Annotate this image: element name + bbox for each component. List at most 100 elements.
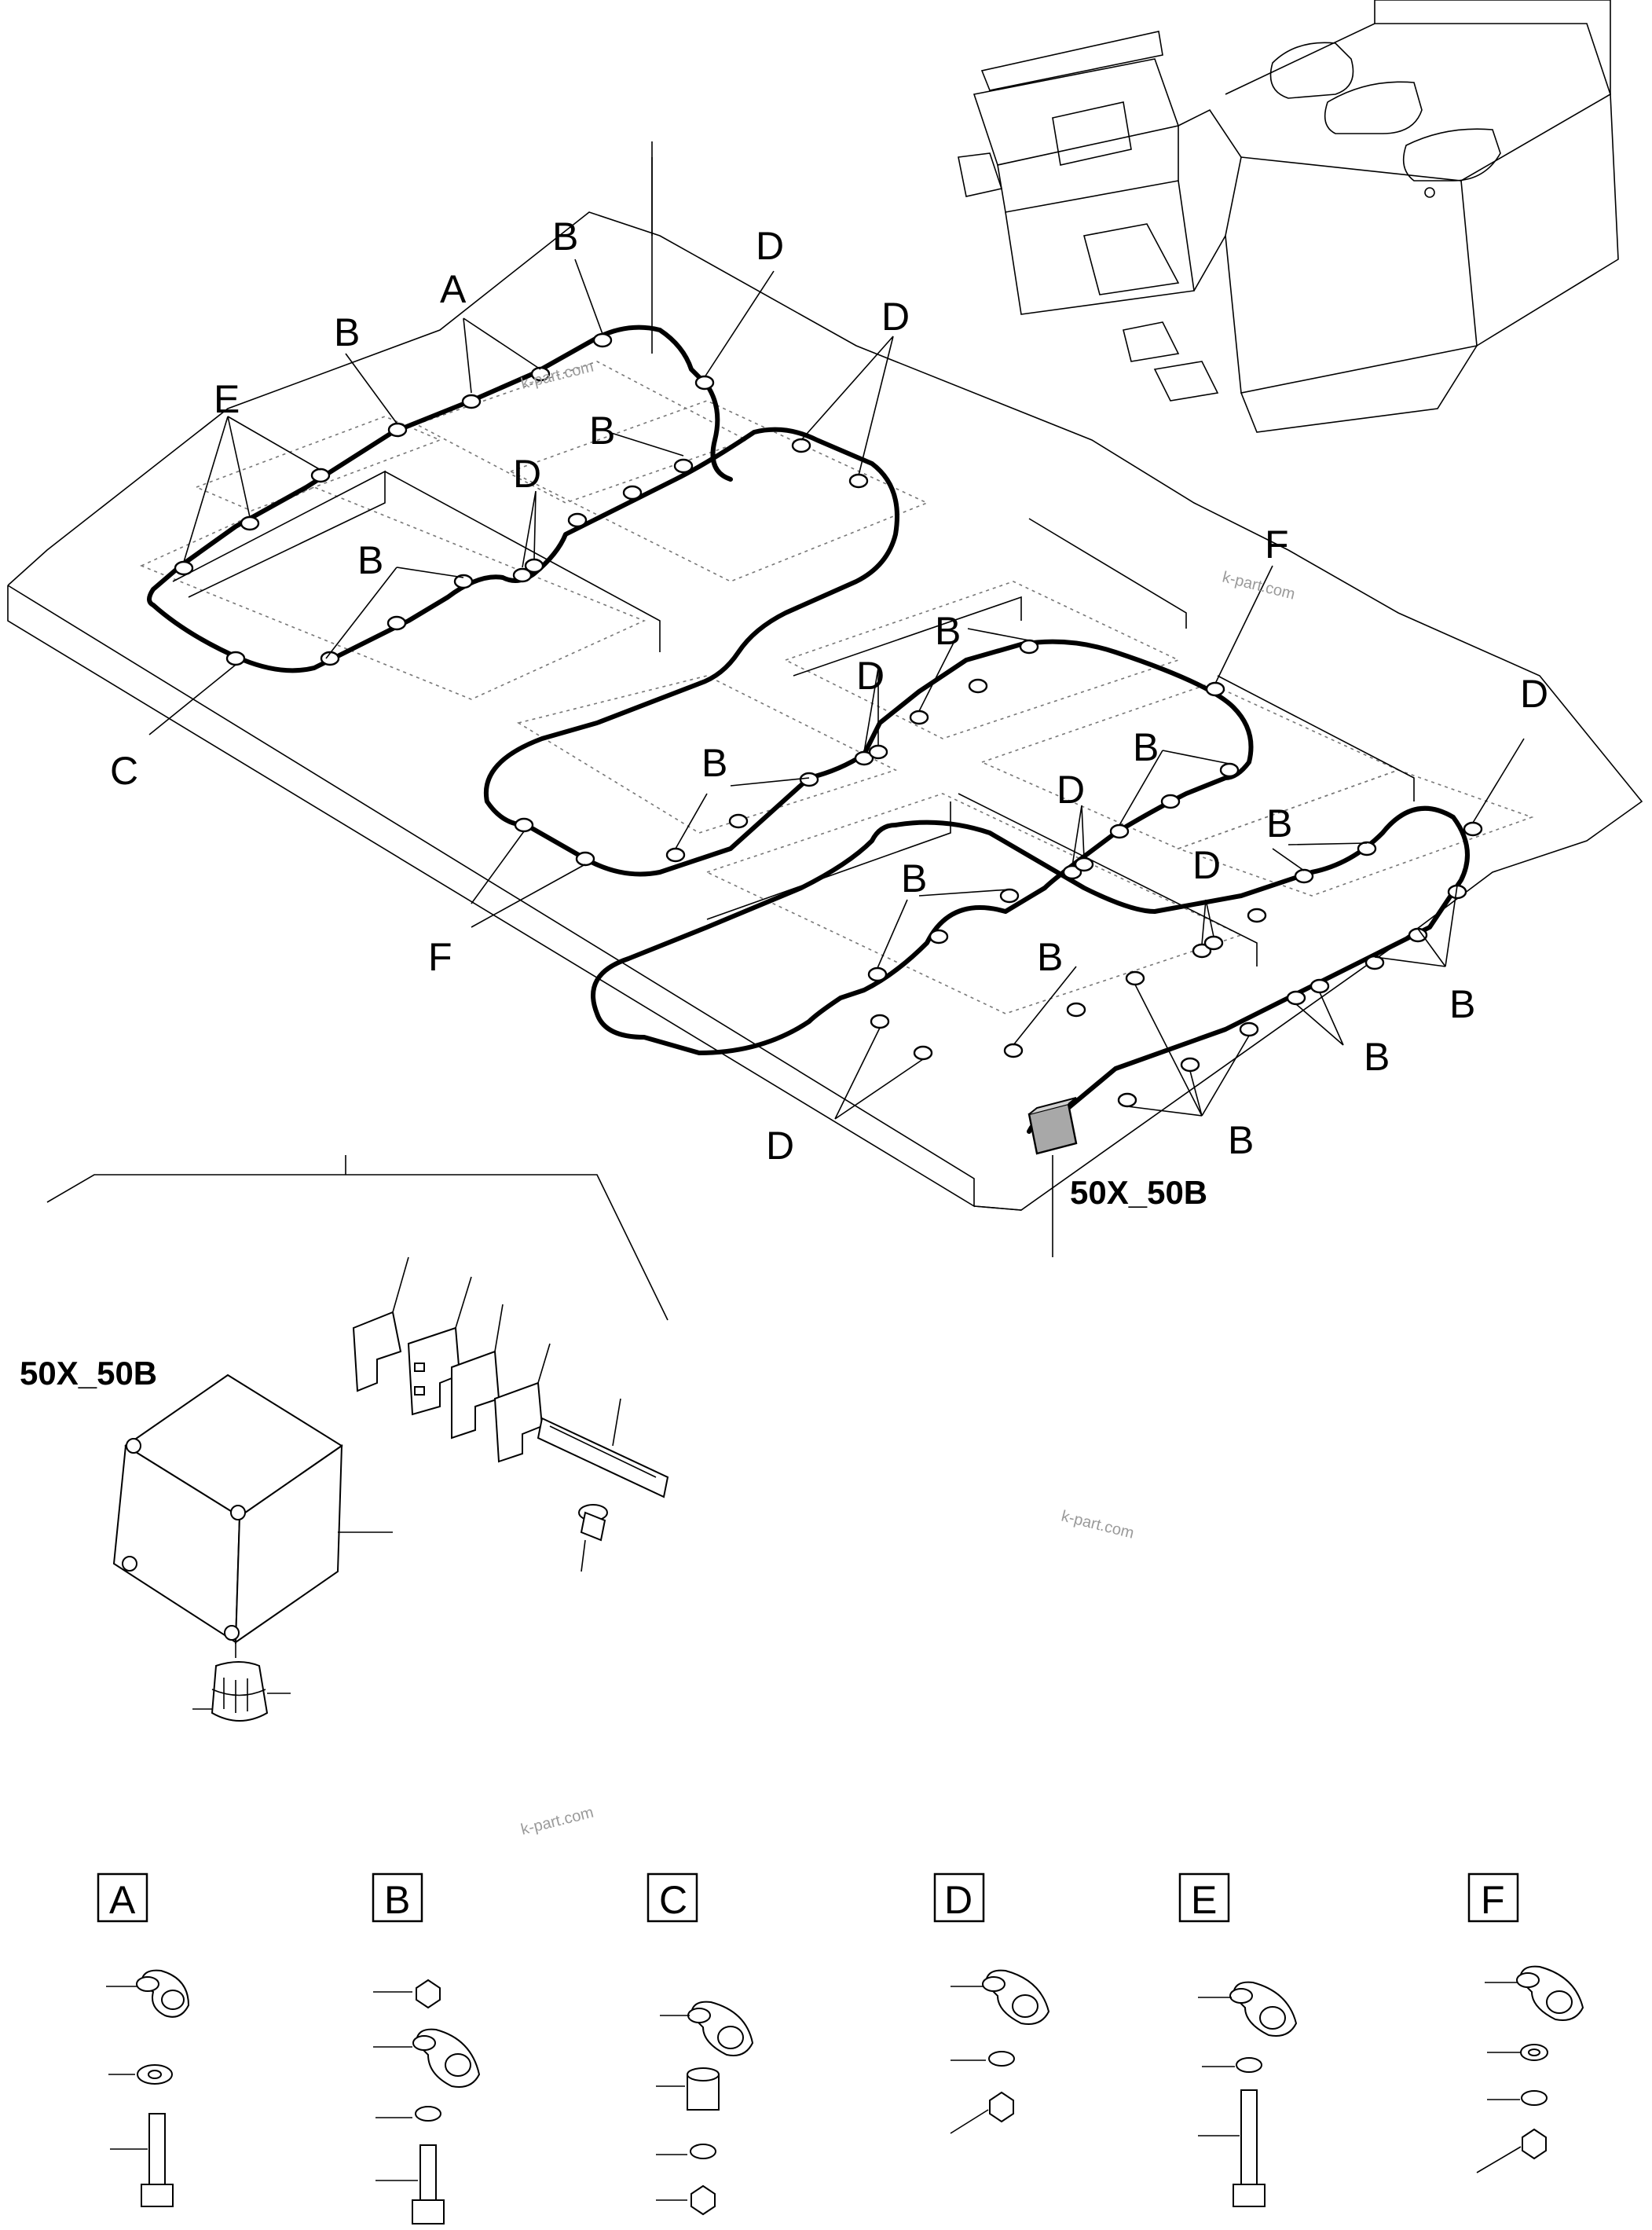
clip-b29 [1364, 955, 1385, 970]
label-b: B [589, 409, 615, 453]
din-rail [537, 1398, 669, 1498]
label-f: F [1265, 523, 1289, 567]
leader-lines [148, 259, 1525, 1120]
clip-b22 [1066, 1002, 1086, 1018]
clip-b31 [1286, 990, 1306, 1006]
label-f: F [428, 935, 452, 979]
label-d: D [766, 1124, 794, 1168]
harness-label-group: B A B E D D B D B C F B D D B B D B D F … [110, 215, 1548, 1211]
clip-d3 [524, 558, 544, 574]
watermark: k-part.com [1060, 1508, 1136, 1542]
label-b: B [1266, 801, 1292, 845]
clip-b7 [622, 485, 643, 501]
nut-icon [1476, 2128, 1547, 2173]
bolt-icon [1198, 2089, 1266, 2207]
clip-b4 [386, 615, 407, 631]
label-b: B [1364, 1035, 1390, 1079]
connector-label-main: 50X_50B [1070, 1174, 1207, 1211]
clamp-icon [106, 1969, 190, 2018]
clip-d7 [868, 744, 888, 760]
machine-overview [958, 0, 1619, 433]
label-b: B [1449, 982, 1475, 1026]
clip-b10 [728, 813, 749, 829]
clip-b20 [867, 966, 888, 982]
clip-d10 [870, 1014, 890, 1029]
spacer-icon [656, 2067, 720, 2111]
clip-e3 [310, 468, 331, 483]
clip-f3 [1205, 681, 1225, 697]
connector-box-main [1027, 1097, 1078, 1257]
clamp-icon [1485, 1965, 1584, 2021]
washer-icon [108, 2064, 173, 2085]
clip-b34 [1117, 1092, 1137, 1108]
clip-d9 [1074, 856, 1094, 872]
clamp-icon [951, 1969, 1050, 2025]
clip-b8 [673, 458, 694, 474]
clip-a1 [461, 394, 482, 409]
clamp-icon [1198, 1981, 1298, 2037]
watermark: k-part.com [519, 1804, 595, 1839]
clip-d2 [512, 567, 533, 583]
clip-b15 [1219, 762, 1240, 778]
clip-d14 [1463, 821, 1483, 837]
legend-item-a: A [97, 1872, 190, 2207]
washer-icon [375, 2106, 441, 2122]
clip-b5 [453, 574, 474, 589]
legend-label-f: F [1481, 1878, 1505, 1922]
nut-icon [950, 2091, 1014, 2134]
clip-b26 [1357, 841, 1377, 856]
clip-c1 [225, 651, 246, 666]
clip-b6 [567, 512, 588, 528]
nut-icon [373, 1979, 441, 2009]
legend-item-f: F [1467, 1872, 1584, 2173]
label-d: D [1192, 843, 1221, 887]
clip-b16 [1160, 794, 1181, 809]
clip-b30 [1310, 978, 1330, 994]
clamp-icon [373, 2028, 481, 2088]
clip-d1 [694, 375, 715, 391]
legend-item-d: D [933, 1872, 1050, 2134]
washer-icon [951, 2051, 1015, 2067]
clip-e2 [240, 515, 260, 531]
label-b: B [1037, 935, 1063, 979]
label-b: B [334, 310, 360, 354]
clip-b23 [1125, 970, 1145, 986]
label-b: B [357, 538, 383, 582]
label-b: B [552, 215, 578, 259]
label-b: B [901, 856, 927, 900]
label-d: D [1057, 768, 1085, 812]
label-b: B [1228, 1118, 1254, 1162]
harness-clips [174, 332, 1483, 1108]
clip-d4 [791, 438, 811, 453]
clip-b24 [1247, 908, 1267, 923]
label-c: C [110, 749, 138, 793]
clip-b13 [968, 678, 988, 694]
label-d: D [881, 295, 910, 339]
clip-b14 [1019, 639, 1039, 655]
clip-b2 [592, 332, 613, 348]
label-e: E [214, 377, 240, 421]
clip-b25 [1294, 868, 1314, 884]
clip-b11 [799, 772, 819, 787]
bolt-icon [110, 2113, 174, 2207]
legend-item-b: B [372, 1872, 481, 2224]
clip-b1 [387, 422, 408, 438]
clip-b12 [909, 710, 929, 725]
clip-b18 [999, 888, 1020, 904]
lock-washer-icon [1487, 2090, 1548, 2106]
washer-icon [656, 2144, 716, 2159]
legend-label-d: D [944, 1878, 973, 1922]
terminal-blocks [352, 1256, 551, 1463]
label-d: D [513, 452, 541, 496]
label-b: B [1133, 725, 1159, 769]
label-d: D [756, 224, 784, 268]
clip-b17 [1109, 823, 1130, 839]
legend-item-e: E [1178, 1872, 1298, 2207]
clamp-icon [660, 2001, 754, 2056]
bolt-icon [375, 2144, 445, 2224]
legend-label-c: C [659, 1878, 687, 1922]
label-d: D [856, 654, 885, 698]
label-b: B [701, 741, 727, 785]
nut-icon [656, 2184, 716, 2216]
connector-detail: 50X_50B [20, 1155, 669, 1722]
